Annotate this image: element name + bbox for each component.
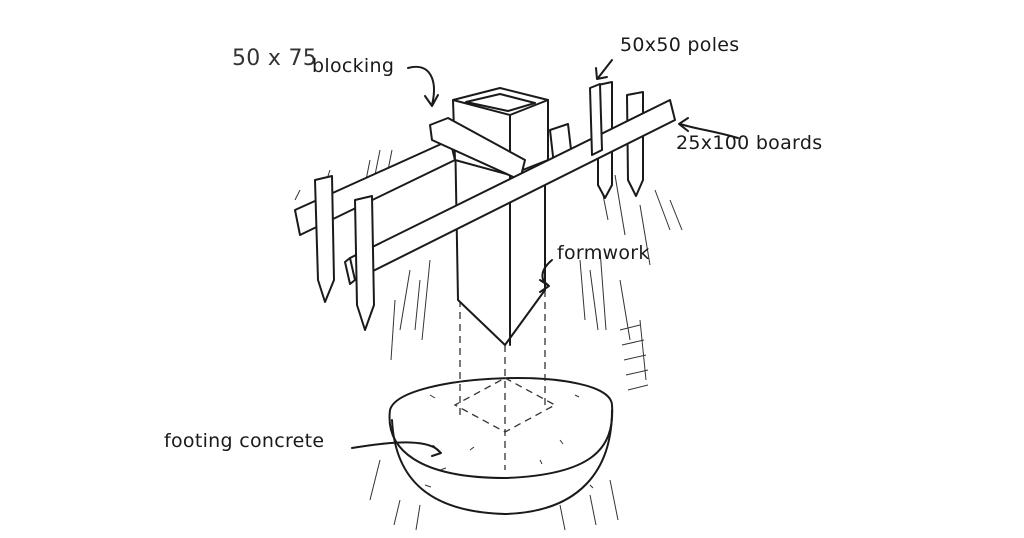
blocking-label: blocking: [312, 55, 395, 77]
pole-stakes-front: [354, 83, 603, 331]
boards-label: 25x100 boards: [676, 132, 823, 154]
poles-label: 50x50 poles: [620, 34, 740, 56]
projection-lines: [459, 220, 546, 470]
blocking-dimension-label: 50 x 75: [232, 46, 318, 71]
footing-concrete-label: footing concrete: [164, 430, 325, 452]
footing-concrete: [388, 377, 614, 515]
footing-arrow: [351, 441, 442, 457]
blocking-arrow: [407, 65, 439, 107]
formwork-arrow: [539, 259, 553, 293]
boards-arrow: [678, 117, 739, 139]
formwork-label: formwork: [557, 242, 650, 264]
label-arrows: [351, 59, 739, 457]
poles-arrow: [595, 59, 613, 80]
